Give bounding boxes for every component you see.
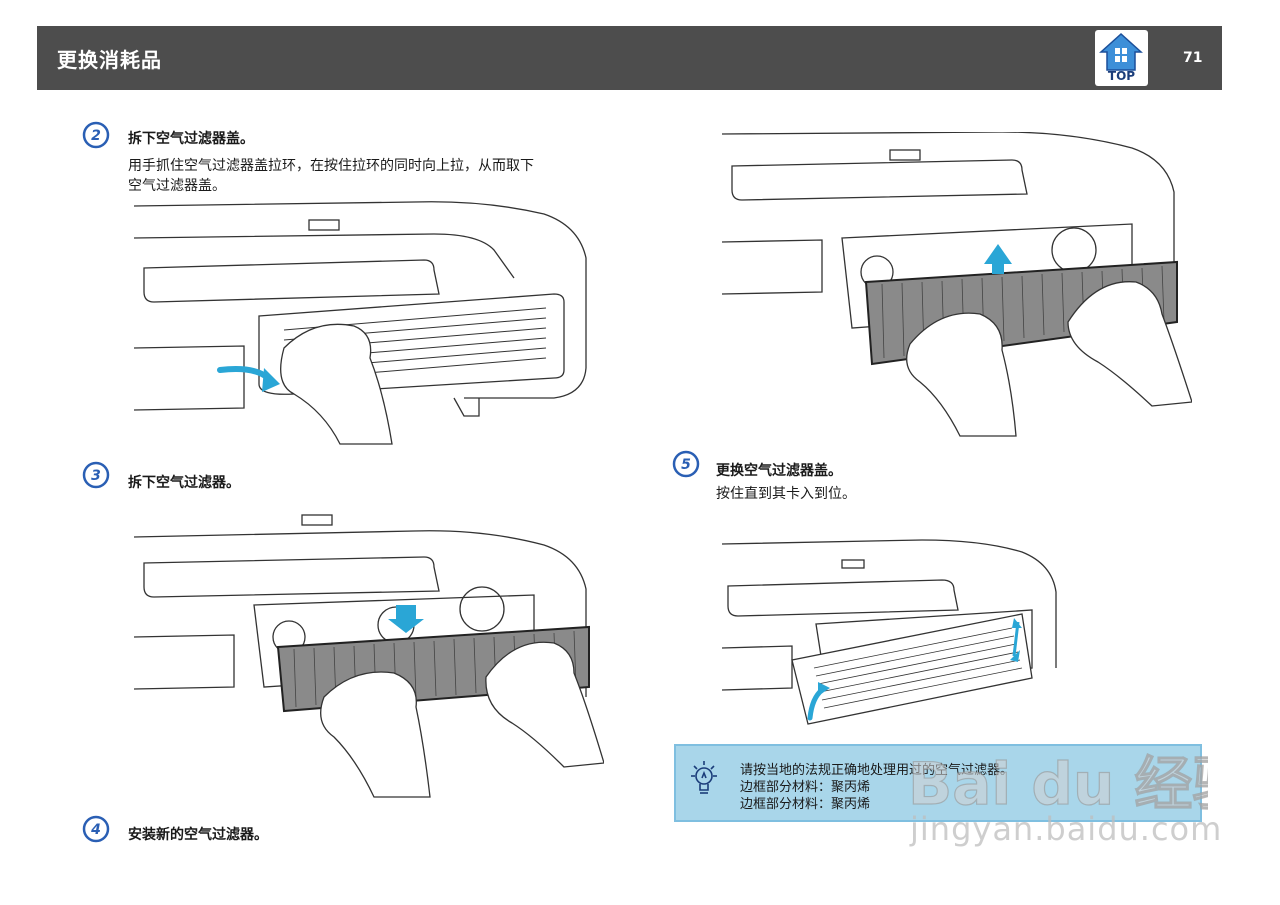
svg-text:2: 2 bbox=[91, 128, 101, 144]
step-number-badge: 3 bbox=[82, 461, 110, 489]
house-icon bbox=[1099, 32, 1143, 71]
step-description: 按住直到其卡入到位。 bbox=[716, 484, 856, 504]
step-description-line: 用手抓住空气过滤器盖拉环，在按住拉环的同时向上拉，从而取下 bbox=[128, 158, 534, 174]
step-title: 安装新的空气过滤器。 bbox=[128, 827, 268, 843]
step-title: 更换空气过滤器盖。 bbox=[716, 463, 842, 479]
watermark-url: jingyan.baidu.com bbox=[910, 810, 1223, 848]
install-filter-illustration bbox=[722, 132, 1192, 437]
step-title: 拆下空气过滤器盖。 bbox=[128, 131, 254, 147]
svg-text:Bai du 经验: Bai du 经验 bbox=[908, 750, 1208, 812]
remove-filter-cover-illustration bbox=[134, 201, 587, 445]
svg-text:5: 5 bbox=[681, 457, 691, 473]
svg-text:3: 3 bbox=[91, 468, 101, 484]
top-button[interactable]: TOP bbox=[1095, 30, 1148, 86]
step-number-badge: 2 bbox=[82, 121, 110, 149]
lightbulb-tip-icon bbox=[691, 761, 717, 794]
tip-text: 请按当地的法规正确地处理用过的空气过滤器。 bbox=[740, 763, 1014, 778]
step-title: 拆下空气过滤器。 bbox=[128, 475, 240, 491]
baidu-jingyan-watermark: Bai du 经验 bbox=[908, 749, 1208, 812]
step-description-line: 空气过滤器盖。 bbox=[128, 178, 226, 194]
step-description: 用手抓住空气过滤器盖拉环，在按住拉环的同时向上拉，从而取下 空气过滤器盖。 bbox=[128, 156, 534, 196]
page-header: 更换消耗品 TOP 71 bbox=[37, 26, 1222, 90]
step-number-badge: 4 bbox=[82, 815, 110, 843]
page-number: 71 bbox=[1183, 50, 1203, 66]
replace-filter-cover-illustration bbox=[722, 539, 1057, 725]
top-label: TOP bbox=[1107, 69, 1136, 83]
tip-text: 边框部分材料：聚丙烯 bbox=[740, 780, 871, 795]
section-title: 更换消耗品 bbox=[57, 48, 162, 72]
remove-filter-illustration bbox=[134, 514, 604, 798]
step-number-badge: 5 bbox=[672, 450, 700, 478]
step-description-line: 按住直到其卡入到位。 bbox=[716, 486, 856, 502]
svg-text:4: 4 bbox=[90, 822, 101, 838]
tip-box: 请按当地的法规正确地处理用过的空气过滤器。 边框部分材料：聚丙烯 边框部分材料：… bbox=[674, 744, 1202, 822]
tip-text: 边框部分材料：聚丙烯 bbox=[740, 797, 871, 812]
